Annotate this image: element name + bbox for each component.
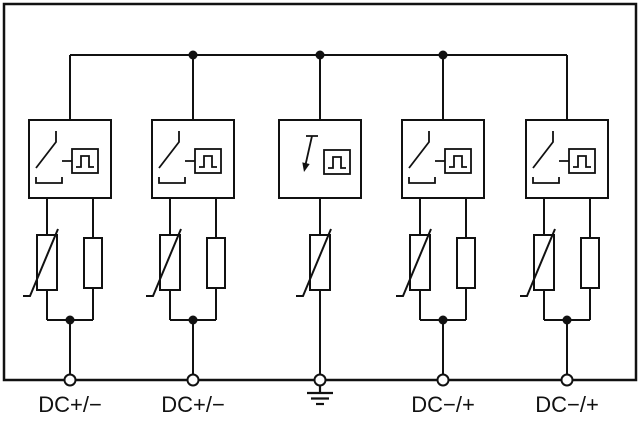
spd-module-box [278, 119, 362, 199]
spark-gap-arrow-icon [304, 135, 318, 168]
terminal-labels: DC+/− DC+/− DC−/+ DC−/+ [38, 392, 599, 417]
terminal-label-dc-5: DC−/+ [535, 392, 599, 417]
branch-1-dc [22, 54, 112, 387]
varistor-body [309, 234, 331, 291]
square-pulse-icon [328, 156, 346, 169]
square-pulse-indicator-box [323, 149, 351, 175]
varistor-icon [296, 228, 332, 297]
branch-2-dc [145, 54, 235, 387]
terminal-label-dc-1: DC+/− [38, 392, 102, 417]
terminal-label-dc-4: DC−/+ [411, 392, 475, 417]
schematic-lines [2, 2, 638, 406]
branch-3-earth [278, 55, 362, 387]
branch-4-dc [395, 54, 485, 387]
spark-gap-arrowhead [302, 162, 310, 172]
branch-5-dc [519, 54, 609, 387]
terminal-circle [313, 373, 327, 387]
terminal-label-dc-2: DC+/− [161, 392, 225, 417]
earth-ground-icon [307, 385, 333, 406]
